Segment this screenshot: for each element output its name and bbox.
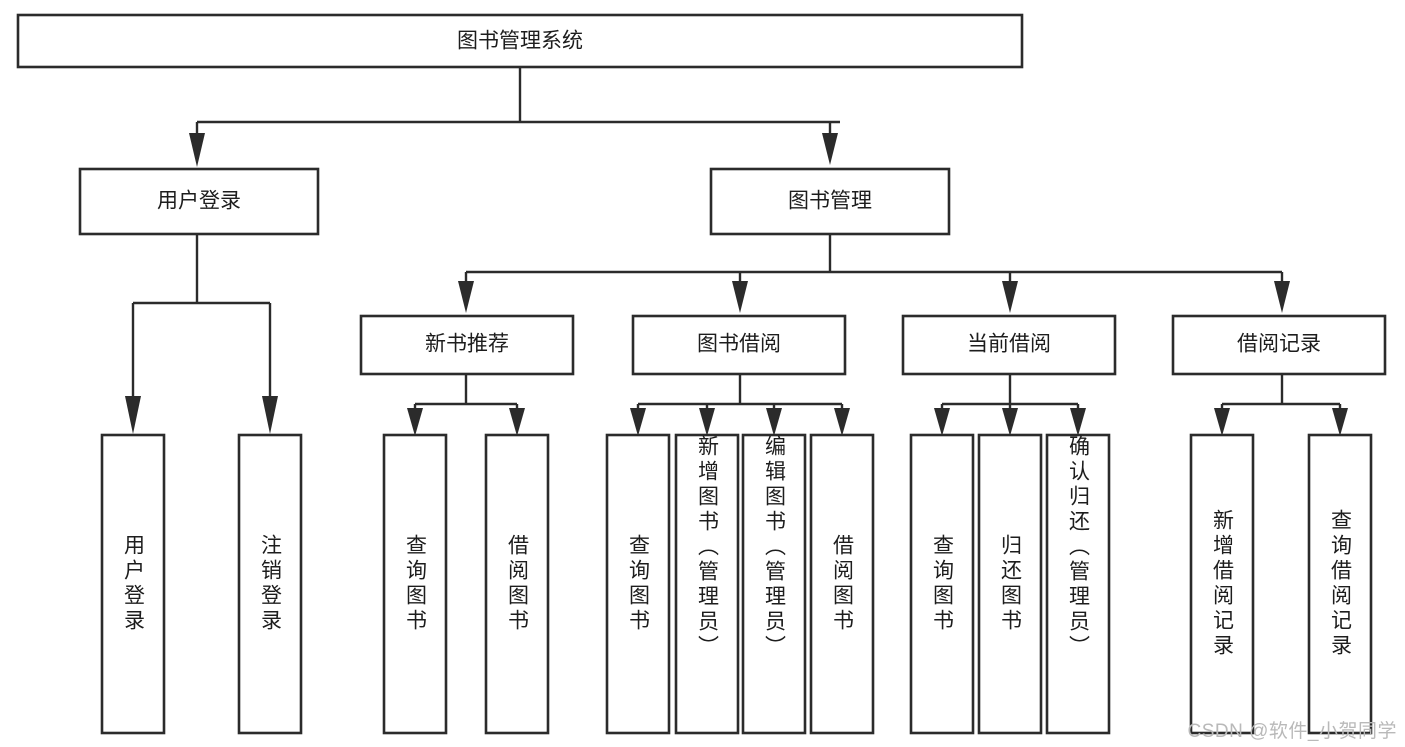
connector-currentborrow-to-leaves (934, 374, 1086, 436)
leaf-node-bookborrow-add[interactable] (674, 433, 740, 735)
leaf-node-currentborrow-query[interactable] (909, 433, 975, 735)
node-new-book-recommend-label: 新书推荐 (425, 333, 509, 356)
leaf-node-borrowrecord-query[interactable] (1307, 433, 1373, 735)
connector-bookborrow-to-leaves (630, 374, 850, 436)
node-borrow-record[interactable]: 借阅记录 (1171, 314, 1387, 376)
connector-borrowrecord-to-leaves (1214, 374, 1348, 436)
node-book-borrow[interactable]: 图书借阅 (631, 314, 847, 376)
node-root-label: 图书管理系统 (457, 30, 583, 53)
leaf-node-bookborrow-edit[interactable] (741, 433, 807, 735)
node-user-login[interactable]: 用户登录 (78, 167, 320, 236)
connector-userlogin-to-leaves (125, 234, 278, 434)
node-current-borrow[interactable]: 当前借阅 (901, 314, 1117, 376)
leaf-node-newbook-borrow[interactable] (484, 433, 550, 735)
connector-root-to-level2 (189, 67, 840, 167)
node-new-book-recommend[interactable]: 新书推荐 (359, 314, 575, 376)
connector-newbook-to-leaves (407, 374, 525, 436)
leaf-node-newbook-query[interactable] (382, 433, 448, 735)
leaf-node-user-login-logout[interactable] (237, 433, 303, 735)
node-book-management-label: 图书管理 (788, 190, 872, 213)
leaf-node-borrowrecord-add[interactable] (1189, 433, 1255, 735)
leaf-node-user-login-login[interactable] (100, 433, 166, 735)
node-root[interactable]: 图书管理系统 (16, 13, 1024, 69)
node-book-borrow-label: 图书借阅 (697, 333, 781, 356)
node-user-login-label: 用户登录 (157, 190, 241, 213)
node-current-borrow-label: 当前借阅 (967, 333, 1051, 356)
node-book-management[interactable]: 图书管理 (709, 167, 951, 236)
connector-bookmgmt-to-level3 (458, 233, 1290, 313)
leaf-node-currentborrow-return[interactable] (977, 433, 1043, 735)
leaf-node-bookborrow-query[interactable] (605, 433, 671, 735)
node-borrow-record-label: 借阅记录 (1237, 333, 1321, 356)
csdn-watermark: CSDN @软件_小贺同学 (1187, 721, 1397, 742)
leaf-node-bookborrow-borrow[interactable] (809, 433, 875, 735)
leaf-node-currentborrow-confirm[interactable] (1045, 433, 1111, 735)
